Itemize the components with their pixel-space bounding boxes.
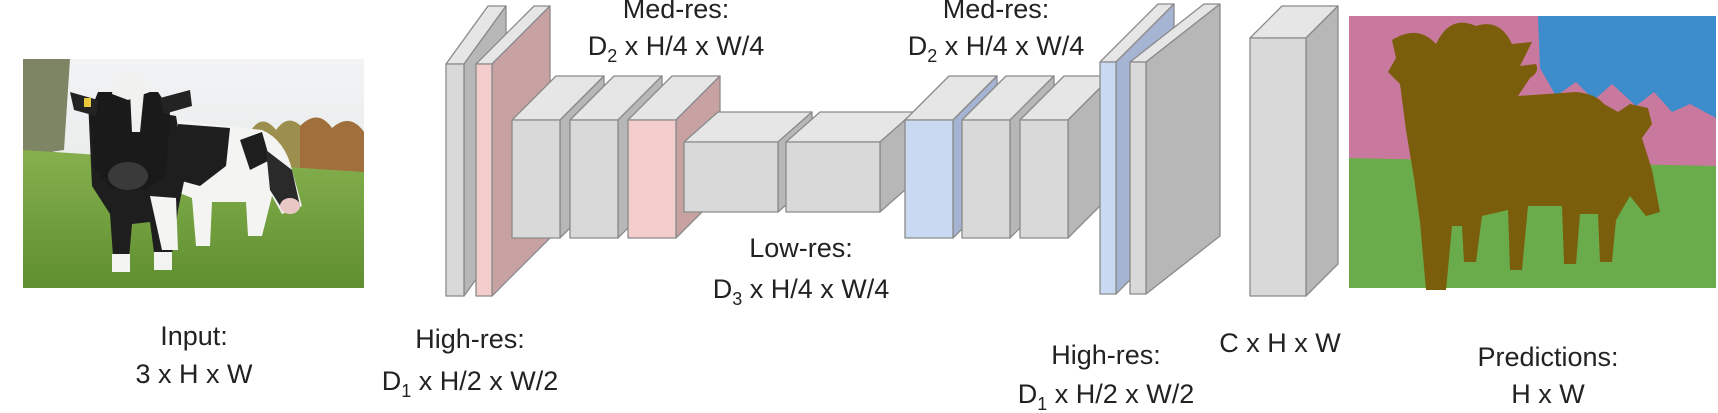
predictions-title: Predictions: (1477, 342, 1618, 372)
high-res-right-dims: D1 x H/2 x W/2 (1018, 379, 1195, 413)
low-res-dims: D3 x H/4 x W/4 (713, 274, 890, 309)
rear-cow (172, 120, 302, 246)
high-res-right-label: High-res: D1 x H/2 x W/2 (1018, 340, 1195, 413)
med-res-left-dims: D2 x H/4 x W/4 (588, 31, 765, 66)
high-res-left-label: High-res: D1 x H/2 x W/2 (382, 324, 559, 401)
class-map-block (1249, 5, 1339, 297)
med-res-left-label: Med-res: D2 x H/4 x W/4 (588, 0, 765, 66)
input-label-dims: 3 x H x W (135, 359, 253, 389)
input-label-title: Input: (160, 321, 228, 351)
predictions-label: Predictions: H x W (1477, 342, 1618, 409)
high-res-left-dims: D1 x H/2 x W/2 (382, 366, 559, 401)
prediction-cows (1388, 22, 1660, 290)
class-map-dims: C x H x W (1219, 328, 1341, 358)
input-image (23, 59, 364, 288)
prediction-sky (1538, 16, 1716, 118)
high-res-right-title: High-res: (1051, 340, 1161, 370)
high-res-left-title: High-res: (415, 324, 525, 354)
class-map-label: C x H x W (1219, 328, 1341, 358)
med-res-right-dims: D2 x H/4 x W/4 (908, 31, 1085, 66)
dec-high-res-block-2 (1129, 3, 1221, 295)
low-res-label: Low-res: D3 x H/4 x W/4 (713, 233, 890, 309)
med-res-left-title: Med-res: (623, 0, 730, 24)
low-res-block-2 (785, 111, 915, 213)
med-res-right-title: Med-res: (943, 0, 1050, 24)
predictions-dims: H x W (1511, 379, 1585, 409)
network-blocks (445, 3, 1339, 297)
front-cow (70, 72, 192, 272)
prediction-map (1349, 16, 1716, 290)
low-res-title: Low-res: (749, 233, 853, 263)
input-label: Input: 3 x H x W (135, 321, 253, 389)
med-res-right-label: Med-res: D2 x H/4 x W/4 (908, 0, 1085, 66)
